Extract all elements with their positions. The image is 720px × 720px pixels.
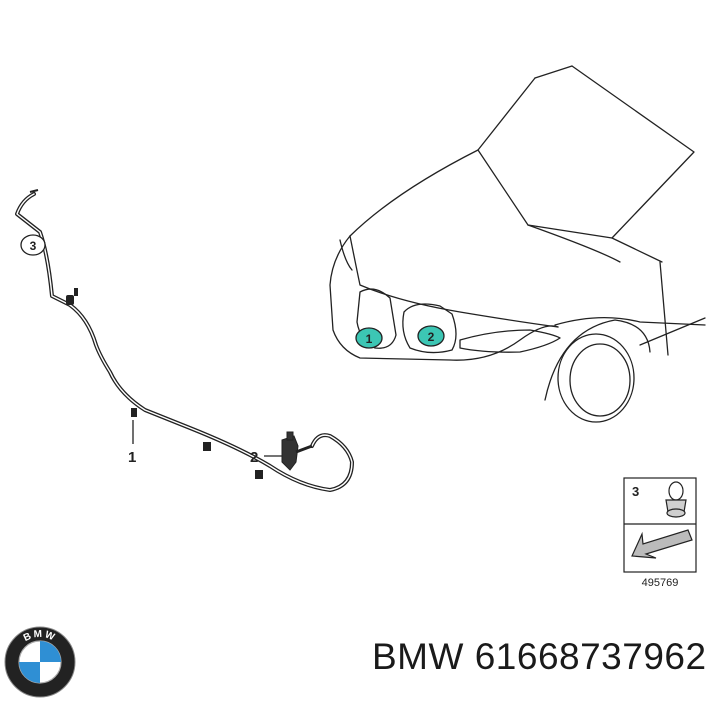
callout-label: 1	[128, 449, 136, 466]
callout-part-1-on-hose: 1	[128, 449, 136, 466]
caption-brand: BMW	[372, 636, 464, 677]
caption-part-number: 61668737962	[474, 636, 707, 677]
arrow-icon	[631, 529, 693, 559]
callout-part-2-on-car: 2	[417, 325, 445, 347]
callout-label: 1	[366, 332, 373, 346]
part-caption: BMW 61668737962	[372, 636, 707, 678]
hose-clips	[66, 288, 263, 479]
drawing-number: 495769	[642, 577, 679, 589]
callout-label: 3	[30, 239, 37, 253]
washer-hose-inner	[16, 193, 353, 491]
callout-part-2-on-nozzle: 2	[250, 449, 258, 466]
legend-box: 3 495769	[623, 477, 697, 589]
svg-text:BMW: BMW	[22, 629, 58, 644]
logo-text: BMW	[22, 629, 56, 644]
car-front-drawing	[329, 65, 706, 423]
washer-hose-line	[15, 192, 354, 492]
clip-part-icon	[665, 481, 687, 518]
bmw-logo-icon: BMW	[4, 626, 76, 698]
washer-nozzle-part	[281, 431, 313, 471]
callout-label: 2	[250, 449, 258, 466]
hose-end-tip	[29, 189, 39, 193]
callout-part-3-circle: 3	[20, 234, 46, 256]
callout-label: 2	[428, 330, 435, 344]
callout-part-1-on-car: 1	[355, 327, 383, 349]
legend-item-number: 3	[632, 484, 639, 499]
leader-lines	[132, 420, 282, 457]
